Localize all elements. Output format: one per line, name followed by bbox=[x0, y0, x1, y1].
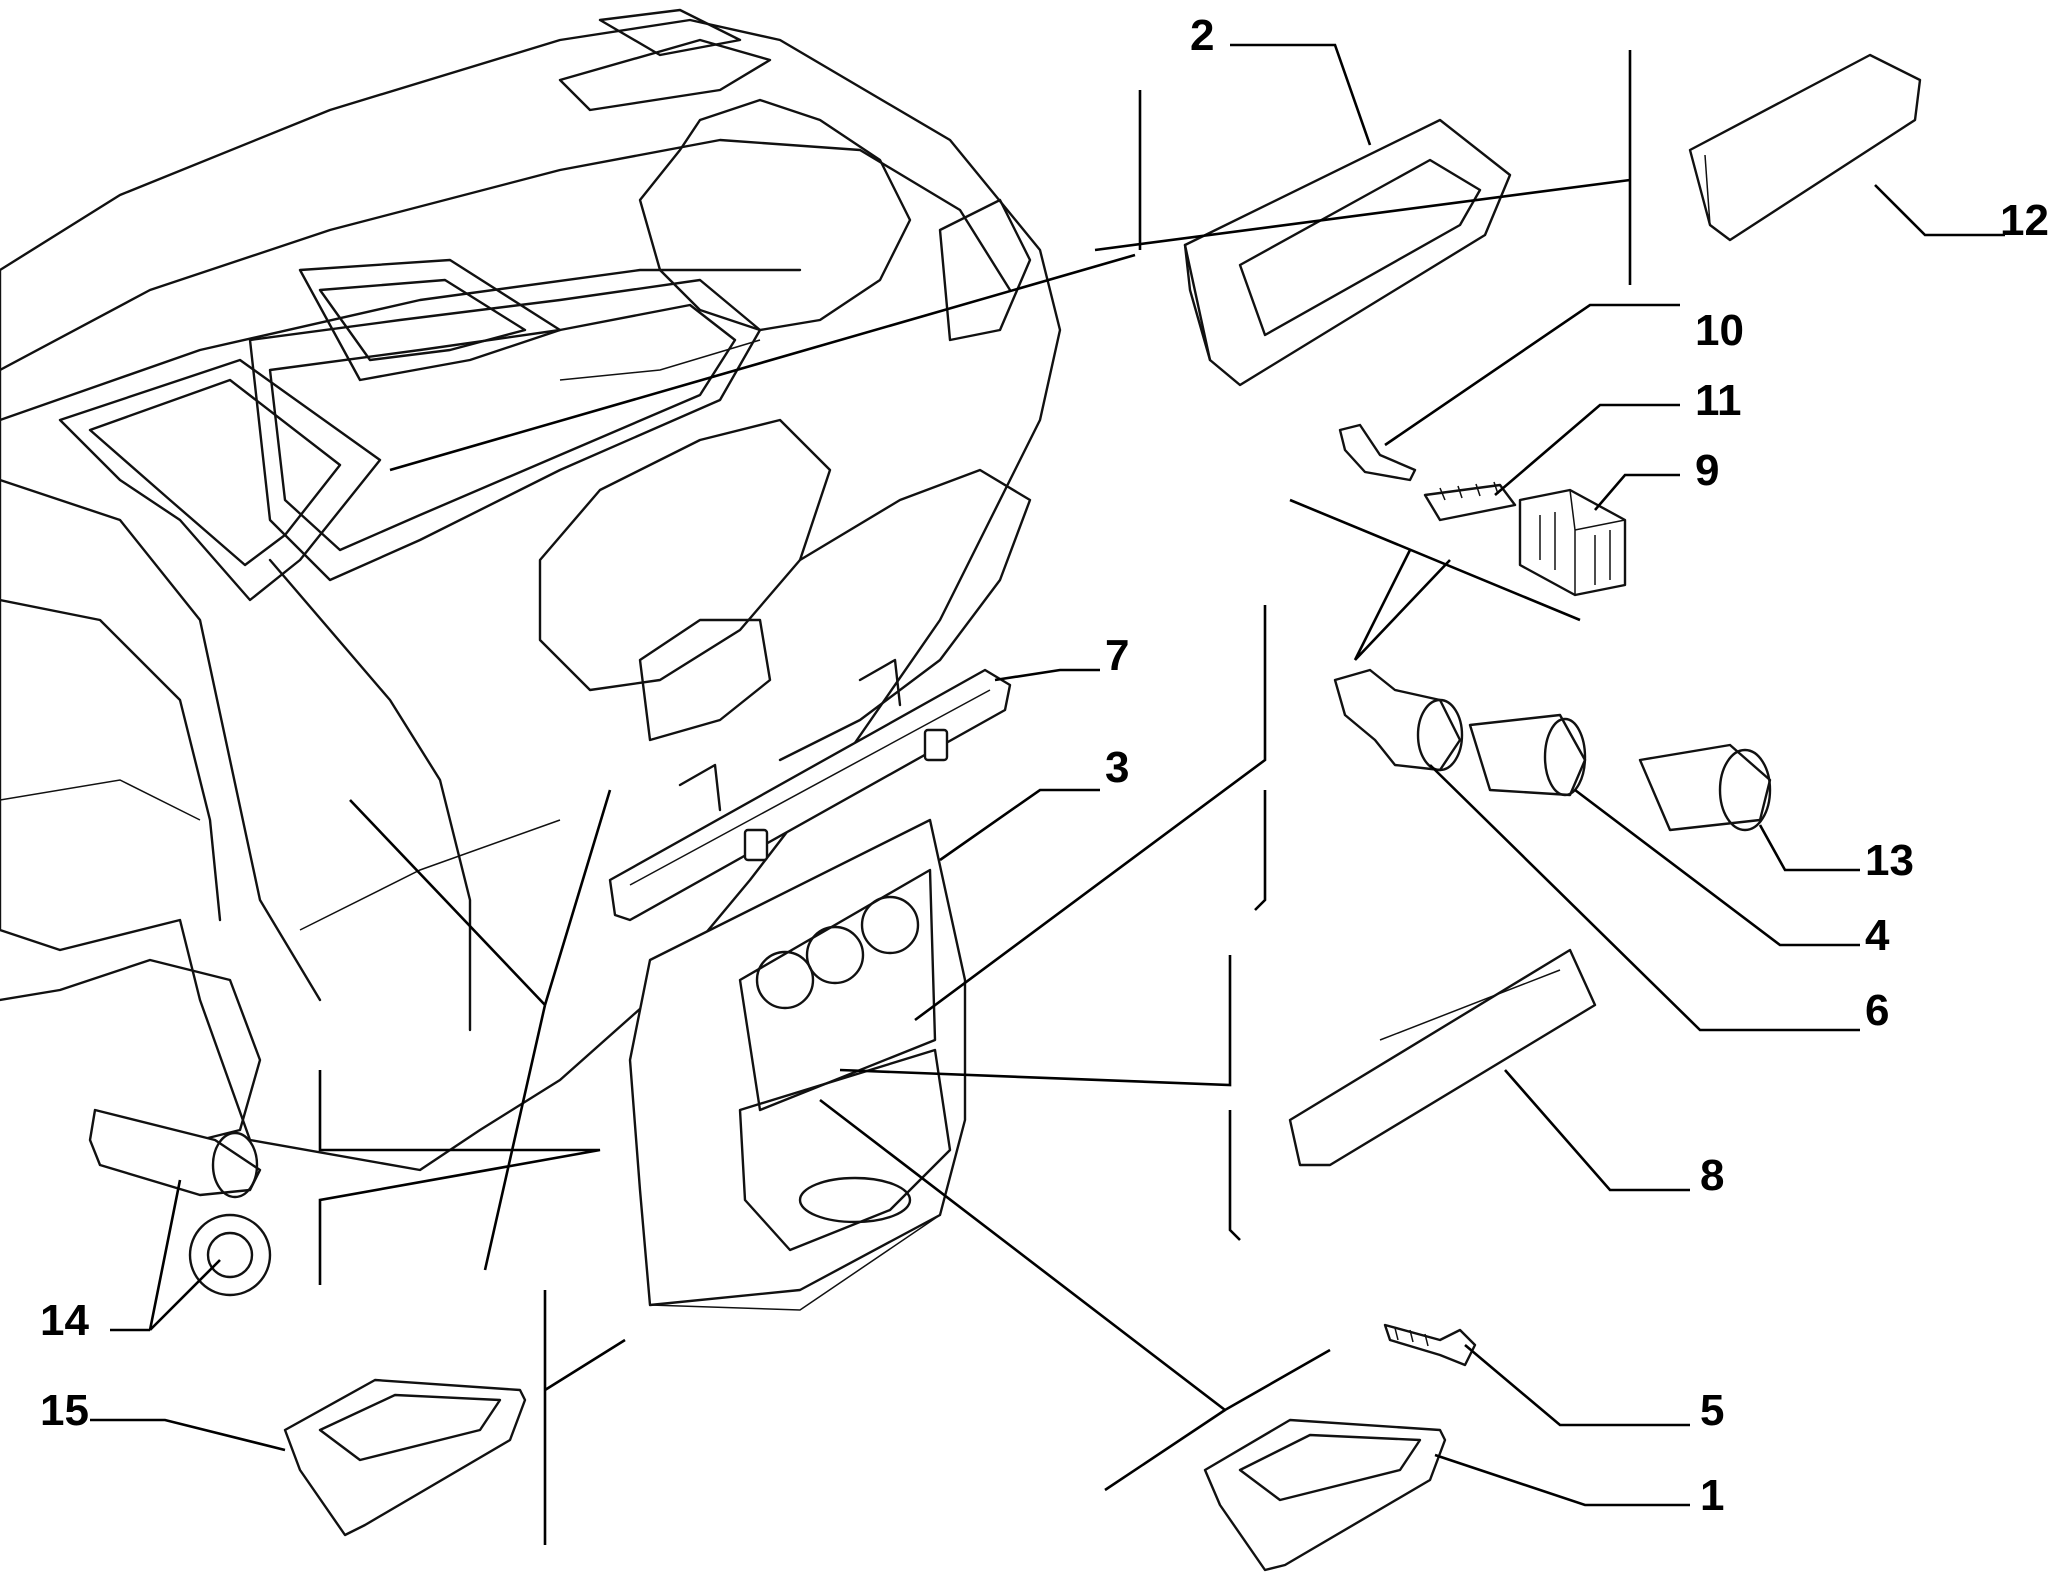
part-7-support-rail bbox=[608, 658, 1012, 922]
part-11-terminal-strip bbox=[1423, 481, 1517, 522]
part-2-display-bezel bbox=[1183, 118, 1512, 387]
part-12-cover-plate bbox=[1688, 53, 1922, 242]
callout-4: 4 bbox=[1865, 911, 1890, 960]
part-15-tray bbox=[283, 1378, 527, 1537]
part-4-socket-sleeve bbox=[1468, 713, 1587, 797]
callout-9: 9 bbox=[1695, 446, 1719, 495]
callout-10: 10 bbox=[1695, 306, 1744, 355]
callout-leader-lines bbox=[90, 43, 2005, 1507]
callout-14: 14 bbox=[40, 1296, 89, 1345]
part-6-socket-body bbox=[1333, 668, 1464, 772]
exploded-view-guides bbox=[318, 50, 1632, 1545]
callout-12: 12 bbox=[2000, 196, 2049, 245]
callout-2: 2 bbox=[1190, 11, 1214, 60]
part-5-screw bbox=[1383, 1323, 1477, 1367]
part-1-tray bbox=[1203, 1418, 1447, 1572]
part-14-socket-pair bbox=[88, 1108, 272, 1297]
part-3-centre-console bbox=[628, 818, 967, 1311]
callout-5: 5 bbox=[1700, 1386, 1724, 1435]
callout-15: 15 bbox=[40, 1386, 89, 1435]
callout-6: 6 bbox=[1865, 986, 1889, 1035]
callout-numbers: 2 12 10 11 9 7 3 13 4 6 8 14 5 15 1 bbox=[40, 11, 2049, 1520]
callout-13: 13 bbox=[1865, 836, 1914, 885]
callout-7: 7 bbox=[1105, 631, 1129, 680]
part-9-connector-block bbox=[1518, 488, 1627, 597]
callout-1: 1 bbox=[1700, 1471, 1724, 1520]
part-10-bracket bbox=[1338, 423, 1417, 482]
callout-8: 8 bbox=[1700, 1151, 1724, 1200]
part-13-lighter bbox=[1638, 743, 1772, 832]
callout-3: 3 bbox=[1105, 743, 1129, 792]
part-8-trim-strip bbox=[1288, 948, 1597, 1167]
dashboard-assembly bbox=[0, 8, 1062, 1172]
callout-11: 11 bbox=[1695, 376, 1742, 425]
